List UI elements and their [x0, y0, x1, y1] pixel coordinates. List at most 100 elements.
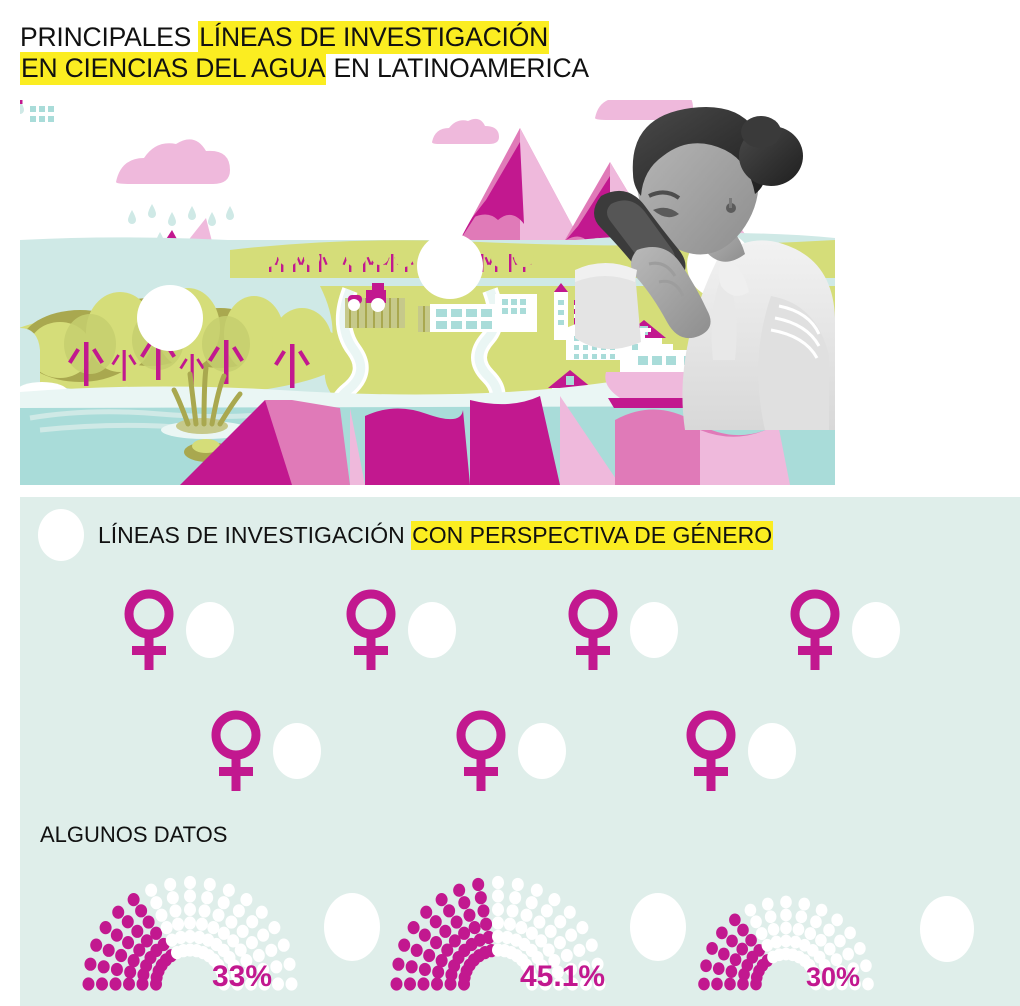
gauge-dot [429, 915, 442, 929]
gauge-dot [844, 926, 856, 940]
gauge-dot [578, 960, 591, 974]
gauge-dot [184, 902, 196, 917]
gauge-dot [804, 927, 817, 940]
gauge-dot [770, 935, 783, 949]
gauge-dot [535, 934, 548, 948]
gauge-dot [542, 943, 555, 957]
gauge-dot [243, 965, 256, 979]
gauge-dot [698, 977, 710, 991]
gauge-dot [576, 921, 589, 935]
title-line-2: EN CIENCIAS DEL AGUA EN LATINOAMERICA [20, 52, 660, 85]
gauge-dot [285, 977, 298, 991]
sleeve-lines [770, 304, 821, 359]
gauge-dot [458, 896, 471, 910]
gauge-dot [573, 943, 586, 957]
gauge-dot [198, 904, 211, 918]
gauge-dot [231, 977, 244, 991]
gauge-dot [392, 957, 405, 971]
gauge-dot [240, 954, 253, 968]
gauge-dot [431, 977, 443, 991]
gauge-dot [548, 893, 561, 907]
title-line-1: PRINCIPALES LÍNEAS DE INVESTIGACIÓN [20, 21, 660, 54]
gauge-value-label: 45.1% [520, 960, 605, 993]
underwater-rocks [180, 396, 790, 485]
gauge-dot [789, 935, 802, 949]
gauge-dot [410, 943, 423, 957]
gauge-dot [834, 934, 846, 948]
gauge-dot [823, 977, 835, 991]
gauge-dot [207, 921, 220, 935]
gauge-dot [82, 977, 95, 991]
gauge-dot [565, 928, 578, 942]
gauge-dot [506, 904, 519, 918]
gauge-dot [548, 954, 561, 968]
gauge-dot [525, 896, 538, 910]
title-plain-1: PRINCIPALES [20, 22, 199, 52]
gauge-dot [554, 915, 567, 929]
landscape-illustration [20, 100, 835, 485]
gauge-dot [551, 965, 564, 979]
gauge-dot [480, 917, 493, 931]
gauge-dot [133, 943, 146, 957]
gauge-dot [124, 965, 137, 979]
gauge-dot [525, 926, 538, 940]
gauge-dot [131, 924, 144, 938]
gauge-dot [815, 903, 828, 917]
gauge-dot [539, 977, 552, 991]
gauge-dot [553, 936, 566, 950]
subtitle-plain: LÍNEAS DE INVESTIGACIÓN [98, 522, 412, 548]
gauge-dot [195, 917, 208, 931]
gauge-dot [530, 883, 543, 897]
placeholder-circle [630, 893, 686, 961]
gauge-dot [407, 921, 420, 935]
gauge-dot [458, 926, 471, 940]
gauge-dot [780, 908, 792, 922]
gauge-dot [482, 930, 495, 945]
gauge-dot [477, 904, 490, 918]
reeds [161, 365, 249, 462]
gauge-dot [580, 977, 592, 991]
gauge-dot [234, 943, 247, 957]
gauge-dot [780, 921, 792, 935]
title-highlight-2: EN CIENCIAS DEL AGUA [20, 52, 327, 85]
gauge-dot [439, 924, 452, 938]
gauge-dot [443, 904, 456, 918]
gauge-dot [142, 915, 155, 929]
dot-gauge-2: 45.1% [372, 868, 686, 994]
gauge-dot [764, 910, 777, 924]
gauge-dot [102, 943, 115, 957]
gauge-dot [830, 953, 843, 967]
gauge-dot [761, 897, 774, 911]
gauge-dot [245, 977, 257, 991]
gauge-dot [166, 891, 179, 905]
gauge-dot [831, 913, 843, 927]
gauge-dot [123, 977, 135, 991]
gauge-dot [268, 921, 281, 935]
gauge-dot [203, 877, 216, 892]
gauge-dot [515, 921, 528, 935]
gauge-dot [164, 877, 177, 892]
gauge-dot [405, 960, 418, 974]
gauge-value-label: 33% [212, 960, 272, 993]
title-highlight-1: LÍNEAS DE INVESTIGACIÓN [198, 21, 550, 54]
section-label-datos: ALGUNOS DATOS [40, 822, 228, 847]
gauge-dot [441, 943, 454, 957]
gauge-dot [729, 913, 741, 927]
gauge-dot [463, 908, 476, 922]
gauge-dot [265, 943, 278, 957]
dot-gauge-svg-1: 33% [82, 875, 298, 993]
gauge-dot [716, 926, 728, 940]
gauge-dot [270, 960, 283, 974]
gauge-dot [418, 928, 431, 942]
gauge-dot [822, 968, 834, 981]
gauge-dot [744, 903, 757, 917]
gauge-dot [255, 905, 268, 919]
page-title: PRINCIPALES LÍNEAS DE INVESTIGACIÓN EN C… [20, 21, 660, 85]
gauge-dot [240, 893, 253, 907]
gauge-dot [423, 948, 436, 963]
gauge-dot [135, 904, 148, 918]
scientist-photo [575, 106, 835, 430]
gauge-dot [520, 908, 533, 922]
gauge-dot [780, 895, 792, 909]
